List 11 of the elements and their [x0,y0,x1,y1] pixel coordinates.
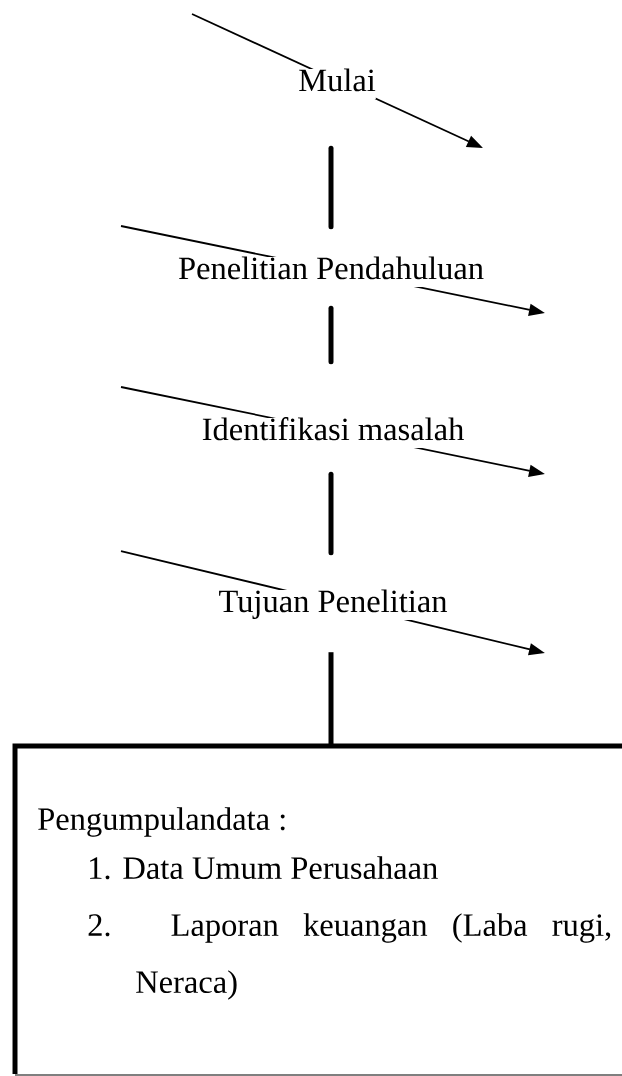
list-item: 2. Laporan keuangan (Laba rugi, Neraca) [88,913,611,1000]
step-text: Penelitian Pendahuluan [178,256,484,287]
step-text: Tujuan Penelitian [218,589,448,620]
connector-line [328,471,334,556]
connector-line [328,145,334,230]
list-item: 1. Data Umum Perusahaan [90,856,438,880]
connector-line [328,305,334,365]
box-heading: Pengumpulandata : [38,807,285,837]
step-text: Identifikasi masalah [201,417,465,448]
connector-line [328,652,334,745]
step-text: Mulai [298,68,376,99]
